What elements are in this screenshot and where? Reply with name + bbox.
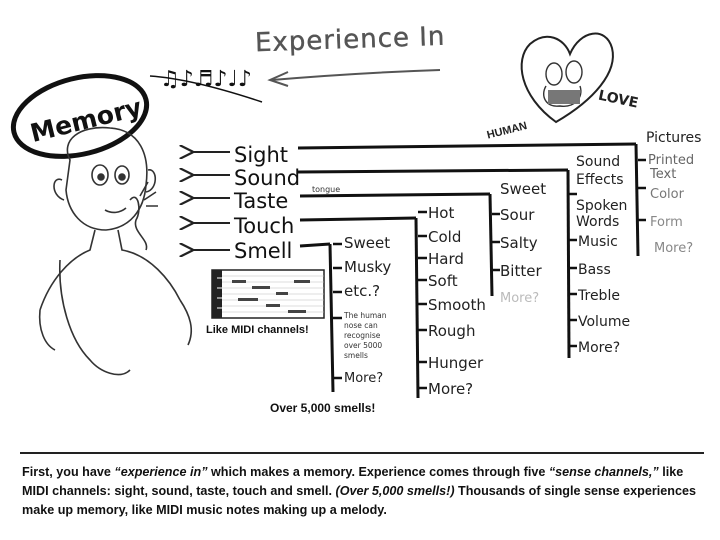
sound-item-music: Music xyxy=(578,234,618,250)
channel-sound: Sound xyxy=(234,166,300,190)
channel-lines xyxy=(297,142,637,248)
smell-note-line2: nose can xyxy=(344,321,378,330)
channel-touch: Touch xyxy=(233,214,294,238)
channel-taste: Taste xyxy=(233,189,288,213)
caption-part-2: which makes a memory. Experience comes t… xyxy=(207,465,549,479)
sight-item-pictures: Pictures xyxy=(646,130,701,146)
channel-sight: Sight xyxy=(234,143,288,167)
sound-item-effects: Effects xyxy=(576,172,624,188)
sound-item-words: Words xyxy=(576,214,619,230)
taste-item-sweet: Sweet xyxy=(500,180,546,198)
smell-note-line3: recognise xyxy=(344,331,381,340)
music-notes-icon xyxy=(149,75,263,103)
sound-item-volume: Volume xyxy=(578,314,630,330)
midi-label: Like MIDI channels! xyxy=(206,324,309,336)
couple-sketch xyxy=(542,60,583,107)
sight-item-printed: Printed xyxy=(648,153,694,168)
touch-item-hard: Hard xyxy=(428,250,464,268)
touch-item-smooth: Smooth xyxy=(428,296,486,314)
smell-item-musky: Musky xyxy=(344,258,391,276)
sound-item-bass: Bass xyxy=(578,262,611,278)
sight-item-more: More? xyxy=(654,241,693,256)
caption-part-4: Thousands of single sense experiences ma… xyxy=(22,484,696,517)
smell-item-more: More? xyxy=(344,371,383,386)
smell-note-line5: smells xyxy=(344,351,368,360)
title-arrow xyxy=(271,69,441,81)
caption-quote-2: “sense channels,” xyxy=(548,465,659,479)
heart-icon xyxy=(520,32,614,124)
taste-item-more: More? xyxy=(500,291,539,306)
smell-note-line4: over 5000 xyxy=(344,341,382,350)
branch-lines xyxy=(328,143,640,399)
caption-quote-3: (Over 5,000 smells!) xyxy=(335,484,455,498)
touch-item-rough: Rough xyxy=(428,322,475,340)
sight-item-form: Form xyxy=(650,215,683,230)
taste-item-salty: Salty xyxy=(500,234,538,252)
smell-note-line1: The human xyxy=(343,311,387,320)
taste-item-sour: Sour xyxy=(500,206,535,224)
channel-smell: Smell xyxy=(234,239,292,263)
person-figure xyxy=(38,126,192,376)
caption: First, you have “experience in” which ma… xyxy=(22,463,704,520)
caption-divider xyxy=(20,452,704,454)
title-arrow-head xyxy=(267,71,289,87)
midi-grid-icon xyxy=(211,269,325,319)
taste-note: tongue xyxy=(312,185,340,194)
memory-bubble xyxy=(10,73,150,159)
touch-item-hot: Hot xyxy=(428,204,454,222)
title: Experience In xyxy=(255,22,446,59)
branch-ticks xyxy=(333,158,646,390)
sight-item-text: Text xyxy=(649,167,676,182)
touch-item-cold: Cold xyxy=(428,228,461,246)
taste-item-bitter: Bitter xyxy=(500,262,542,280)
touch-item-soft: Soft xyxy=(428,272,458,290)
sound-item-spoken: Spoken xyxy=(576,198,627,214)
smell-item-etc: etc.? xyxy=(344,282,380,300)
caption-part-1: First, you have xyxy=(22,465,115,479)
touch-item-hunger: Hunger xyxy=(428,354,484,372)
smell-item-sweet: Sweet xyxy=(344,234,390,252)
sound-item-more: More? xyxy=(578,340,620,356)
sight-item-color: Color xyxy=(650,187,685,202)
memory-label: Memory xyxy=(27,92,144,148)
music-notes-glyphs: ♫♪♬♪♩♪ xyxy=(160,67,252,92)
smells-label: Over 5,000 smells! xyxy=(270,401,375,415)
touch-item-more: More? xyxy=(428,380,473,398)
heart-left-label: HUMAN xyxy=(486,120,529,142)
caption-quote-1: “experience in” xyxy=(114,465,208,479)
sound-item-treble: Treble xyxy=(577,288,620,304)
caption-part-3: like MIDI channels: sight, sound, taste,… xyxy=(22,465,684,498)
heart-right-label: LOVE xyxy=(597,88,640,112)
sound-item-sound: Sound xyxy=(576,154,620,170)
